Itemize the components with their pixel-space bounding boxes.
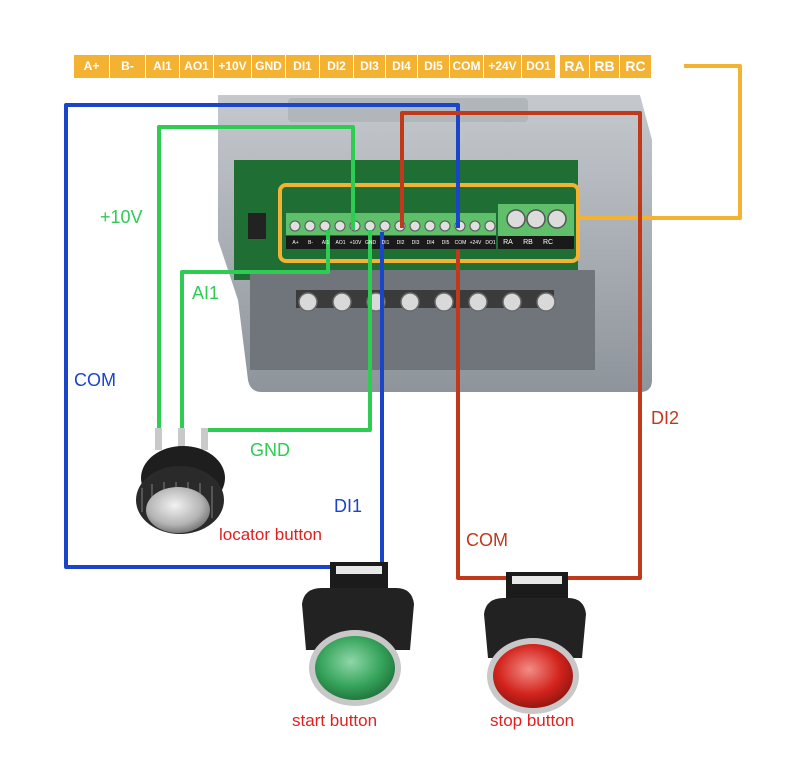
terminal-label: DI5 [418,55,450,78]
terminal-label: AI1 [146,55,180,78]
terminal-label: DI2 [320,55,354,78]
com-right-label: COM [466,530,508,550]
board-relay-label: RC [542,239,554,246]
board-terminal-label: A+ [292,240,299,246]
board-terminal-label: DO1 [485,240,496,246]
terminal-screw [304,220,316,232]
potentiometer [136,428,225,534]
terminal-highlight-box [278,183,580,263]
terminal-label: GND [252,55,286,78]
com-wire [64,103,460,569]
relay-terminal-label: RB [590,55,620,78]
board-terminal-label: DI3 [411,240,420,246]
terminal-label: DO1 [522,55,556,78]
terminal-label: DI1 [286,55,320,78]
board-terminal-label: DI5 [441,240,450,246]
terminal-screw [364,220,376,232]
board-terminal-label: +24V [469,240,482,246]
di2-wire [400,111,642,580]
terminal-label: +24V [484,55,522,78]
plus10v-label: +10V [100,207,143,227]
start-button-label: start button [292,711,378,730]
terminal-screw [424,220,436,232]
board-terminal-label: DI2 [396,240,405,246]
board-relay-label: RA [503,239,513,246]
board-terminal-label: DI4 [426,240,435,246]
terminal-screw [319,220,331,232]
stop-button-label: stop button [490,711,575,730]
terminal-screw [439,220,451,232]
terminal-screw [484,220,496,232]
board-terminal-label: DI1 [381,240,390,246]
terminal-label: DI3 [354,55,386,78]
stop-com-wire [456,250,506,580]
plus10v-wire [157,125,355,432]
relay-wire [576,64,742,220]
terminal-label: DI4 [386,55,418,78]
terminal-screw [289,220,301,232]
power-terminals [296,290,556,312]
di2-label: DI2 [651,408,680,428]
board-relay-label: RB [523,239,533,246]
board-terminal-label: GND [364,240,377,246]
relay-terminal-label: RA [560,55,590,78]
terminal-screw [379,220,391,232]
board-terminal-label: AO1 [335,240,346,246]
ai1-wire [180,230,330,435]
terminal-screw [334,220,346,232]
terminal-screw [409,220,421,232]
relay-terminal-label: RC [620,55,652,78]
board-terminal-label: AI1 [321,240,330,246]
board-terminal-strip [248,204,574,249]
terminal-label: A+ [74,55,110,78]
terminal-label: B- [110,55,146,78]
terminal-screw [469,220,481,232]
ai1-label: AI1 [192,283,220,303]
gnd-label: GND [250,440,290,460]
com-left-label: COM [74,370,116,390]
terminal-label: AO1 [180,55,214,78]
board-terminal-label: COM [454,240,467,246]
terminal-label: COM [450,55,484,78]
board-terminal-label: B- [308,240,313,246]
di1-label: DI1 [334,496,363,516]
board-relay-labels: RA RB RC [498,237,558,249]
stop-button-device [484,572,586,714]
terminal-label: +10V [214,55,252,78]
start-button-device [302,562,414,706]
board-terminal-label: +10V [349,240,362,246]
locator-button-label: locator button [219,525,323,544]
